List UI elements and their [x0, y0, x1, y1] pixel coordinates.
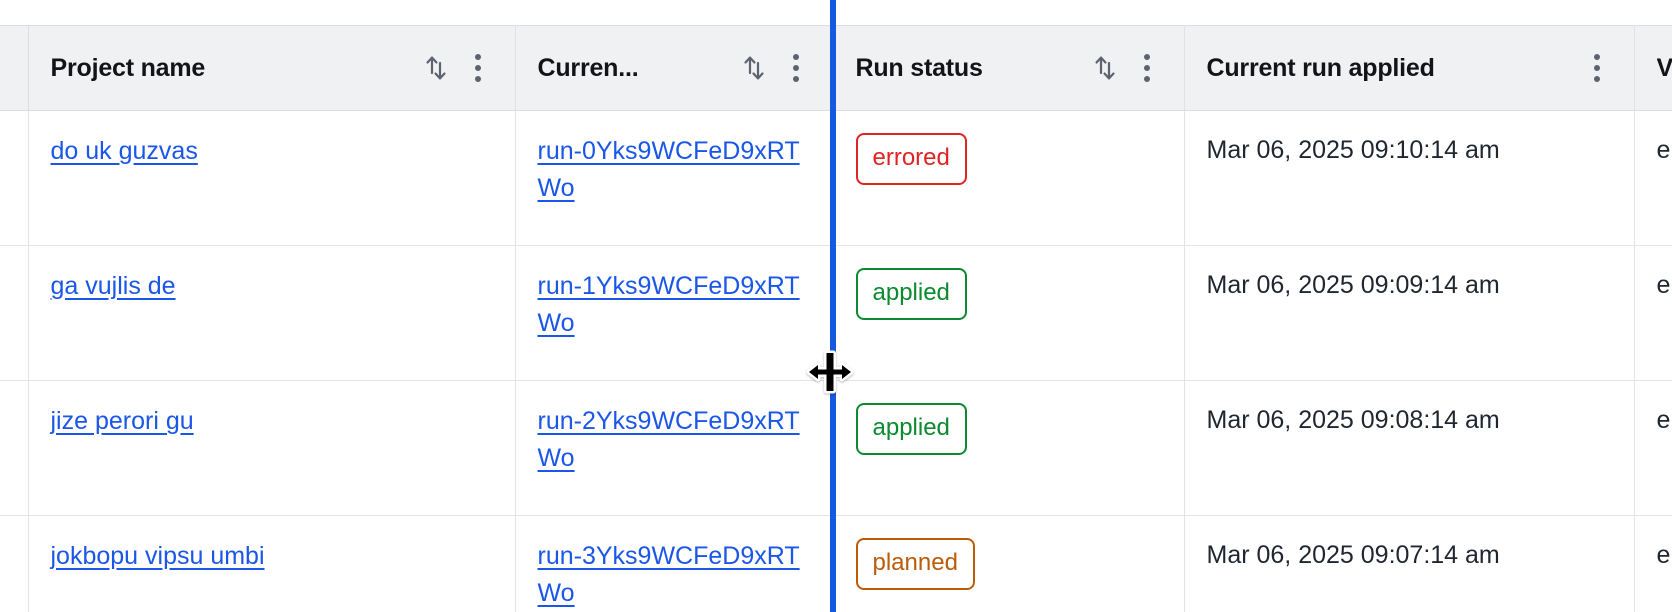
row-gutter-cell	[0, 110, 29, 246]
status-badge: applied	[855, 403, 967, 455]
table-header: Project name	[0, 25, 1672, 111]
column-header-label-current-run-applied: Current run applied	[1206, 53, 1435, 82]
project-name-link[interactable]: do uk guzvas	[50, 137, 198, 165]
current-run-link[interactable]: run-0Yks9WCFeD9xRTWo	[537, 137, 800, 202]
status-badge: applied	[855, 268, 967, 320]
cell-current-run-applied: Mar 06, 2025 09:09:14 am	[1184, 245, 1635, 381]
next-column-value: e	[1656, 541, 1671, 569]
cell-next-column: e	[1634, 380, 1672, 516]
sort-arrows-icon[interactable]	[737, 51, 771, 85]
cell-current-run-applied: Mar 06, 2025 09:07:14 am	[1184, 515, 1635, 612]
cell-current-run: run-3Yks9WCFeD9xRTWo	[515, 515, 834, 612]
column-header-current-run[interactable]: Curren...	[515, 25, 834, 111]
sort-arrows-icon[interactable]	[1088, 51, 1122, 85]
cell-current-run: run-2Yks9WCFeD9xRTWo	[515, 380, 834, 516]
column-header-project-name[interactable]: Project name	[28, 25, 516, 111]
cell-run-status: planned	[833, 515, 1185, 612]
applied-timestamp: Mar 06, 2025 09:08:14 am	[1206, 406, 1500, 434]
column-header-label-run-status: Run status	[855, 53, 983, 82]
column-resize-indicator[interactable]	[830, 0, 836, 612]
cell-project-name: jize perori gu	[28, 380, 516, 516]
kebab-menu-icon[interactable]	[781, 51, 811, 85]
next-column-value: e	[1656, 406, 1671, 434]
cell-project-name: do uk guzvas	[28, 110, 516, 246]
cell-current-run: run-1Yks9WCFeD9xRTWo	[515, 245, 834, 381]
cell-project-name: jokbopu vipsu umbi	[28, 515, 516, 612]
project-name-link[interactable]: jize perori gu	[50, 407, 194, 435]
project-name-link[interactable]: ga vujlis de	[50, 272, 176, 300]
current-run-link[interactable]: run-2Yks9WCFeD9xRTWo	[537, 407, 800, 472]
header-row: Project name	[0, 25, 1672, 111]
row-select-gutter-header	[0, 25, 29, 111]
column-header-label-current-run: Curren...	[537, 53, 639, 82]
table-body: do uk guzvas run-0Yks9WCFeD9xRTWo errore…	[0, 110, 1672, 612]
table-row: jize perori gu run-2Yks9WCFeD9xRTWo appl…	[0, 380, 1672, 516]
kebab-menu-icon[interactable]	[1582, 51, 1612, 85]
cell-next-column: e	[1634, 110, 1672, 246]
column-header-current-run-applied[interactable]: Current run applied	[1184, 25, 1635, 111]
applied-timestamp: Mar 06, 2025 09:10:14 am	[1206, 136, 1500, 164]
applied-timestamp: Mar 06, 2025 09:07:14 am	[1206, 541, 1500, 569]
cell-current-run-applied: Mar 06, 2025 09:08:14 am	[1184, 380, 1635, 516]
cell-next-column: e	[1634, 245, 1672, 381]
row-gutter-cell	[0, 515, 29, 612]
cell-project-name: ga vujlis de	[28, 245, 516, 381]
column-header-run-status[interactable]: Run status	[833, 25, 1185, 111]
row-gutter-cell	[0, 245, 29, 381]
kebab-menu-icon[interactable]	[463, 51, 493, 85]
table-row: do uk guzvas run-0Yks9WCFeD9xRTWo errore…	[0, 110, 1672, 246]
cell-run-status: applied	[833, 245, 1185, 381]
project-name-link[interactable]: jokbopu vipsu umbi	[50, 542, 265, 570]
cell-current-run-applied: Mar 06, 2025 09:10:14 am	[1184, 110, 1635, 246]
sort-arrows-icon[interactable]	[419, 51, 453, 85]
cell-next-column: e	[1634, 515, 1672, 612]
column-header-label-project-name: Project name	[50, 53, 206, 82]
cell-current-run: run-0Yks9WCFeD9xRTWo	[515, 110, 834, 246]
status-badge: planned	[855, 538, 975, 590]
cell-run-status: errored	[833, 110, 1185, 246]
current-run-link[interactable]: run-1Yks9WCFeD9xRTWo	[537, 272, 800, 337]
projects-table: Project name	[0, 25, 1672, 612]
current-run-link[interactable]: run-3Yks9WCFeD9xRTWo	[537, 542, 800, 607]
data-table-container: Project name	[0, 25, 1672, 612]
kebab-menu-icon[interactable]	[1132, 51, 1162, 85]
next-column-value: e	[1656, 271, 1671, 299]
next-column-value: e	[1656, 136, 1671, 164]
row-gutter-cell	[0, 380, 29, 516]
column-header-next-column[interactable]: V	[1634, 25, 1672, 111]
column-header-label-next-column: V	[1656, 53, 1672, 82]
status-badge: errored	[855, 133, 967, 185]
cell-run-status: applied	[833, 380, 1185, 516]
applied-timestamp: Mar 06, 2025 09:09:14 am	[1206, 271, 1500, 299]
table-row: ga vujlis de run-1Yks9WCFeD9xRTWo applie…	[0, 245, 1672, 381]
table-row: jokbopu vipsu umbi run-3Yks9WCFeD9xRTWo …	[0, 515, 1672, 612]
